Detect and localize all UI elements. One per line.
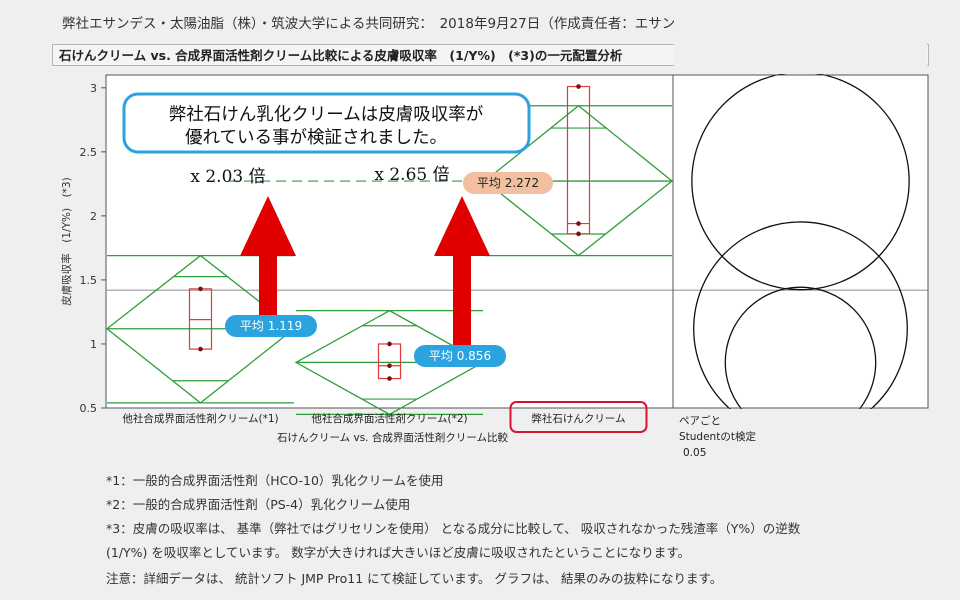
y-tick-label: 1 [90,338,97,351]
circle-mask-bottom [674,409,939,600]
x-tick-label: 弊社石けんクリーム [531,412,625,425]
red-arrow-1 [240,196,296,316]
mean-label-1-bg [225,315,317,337]
mean-label-2: 平均 0.856 [429,349,491,363]
y-tick-label: 0.5 [80,402,98,415]
data-point [387,363,392,369]
y-tick-label: 2 [90,210,97,223]
y-tick-label: 1.5 [80,274,98,287]
footnote-5: 注意：詳細データは、 統計ソフト JMP Pro11 にて検証しています。 グラ… [106,571,723,586]
circle-mask-top [674,0,927,74]
mean-label-3: 平均 2.272 [477,176,539,190]
data-point [576,221,581,226]
data-point [198,286,203,292]
mean-label-1: 平均 1.119 [240,319,302,333]
comparison-alpha: 0.05 [683,447,706,459]
data-point [387,341,392,347]
data-point [387,376,392,381]
comparison-circles-frame [672,74,929,409]
comparison-frame-border [672,74,929,409]
y-tick-label: 3 [90,82,97,95]
comparison-label-2: Studentのt検定 [679,430,756,443]
comparison-label-1: ペアごと [679,414,721,427]
footnote-2: *2：一般的合成界面活性剤（PS-4）乳化クリーム使用 [106,497,411,512]
callout-line-2: 優れている事が検証されました。 [185,128,447,148]
ratio-label-1: x 2.03 倍 [190,167,265,187]
ratio-label-2: x 2.65 倍 [374,165,449,185]
footnote-4: (1/Y%) を吸収率としています。 数字が大きければ大きいほど皮膚に吸収された… [106,545,691,560]
footnote-3: *3：皮膚の吸収率は、 基準（弊社ではグリセリンを使用） となる成分に比較して、… [106,521,801,536]
x-tick-label: 他社合成界面活性剤クリーム(*2) [311,412,467,425]
data-point [576,231,581,237]
data-point [198,346,203,352]
callout-line-1: 弊社石けん乳化クリームは皮膚吸収率が [169,105,484,125]
y-axis-label: 皮膚吸収率 (1/Y%) (*3) [60,177,73,305]
x-tick-label: 他社合成界面活性剤クリーム(*1) [122,412,278,425]
mean-label-3-bg [463,172,553,194]
page-header: 弊社エサンデス・太陽油脂（株）・筑波大学による共同研究： 2018年9月27日（… [62,16,757,32]
highlight-soap-label [509,401,648,433]
data-point [576,84,581,89]
callout-box [122,92,531,154]
mean-label-2-bg [414,345,506,367]
red-arrow-2 [434,196,490,346]
footnote-1: *1：一般的合成界面活性剤（HCO-10）乳化クリームを使用 [106,473,444,488]
x-axis-label: 石けんクリーム vs. 合成界面活性剤クリーム比較 [277,431,509,444]
y-tick-label: 2.5 [80,146,98,159]
